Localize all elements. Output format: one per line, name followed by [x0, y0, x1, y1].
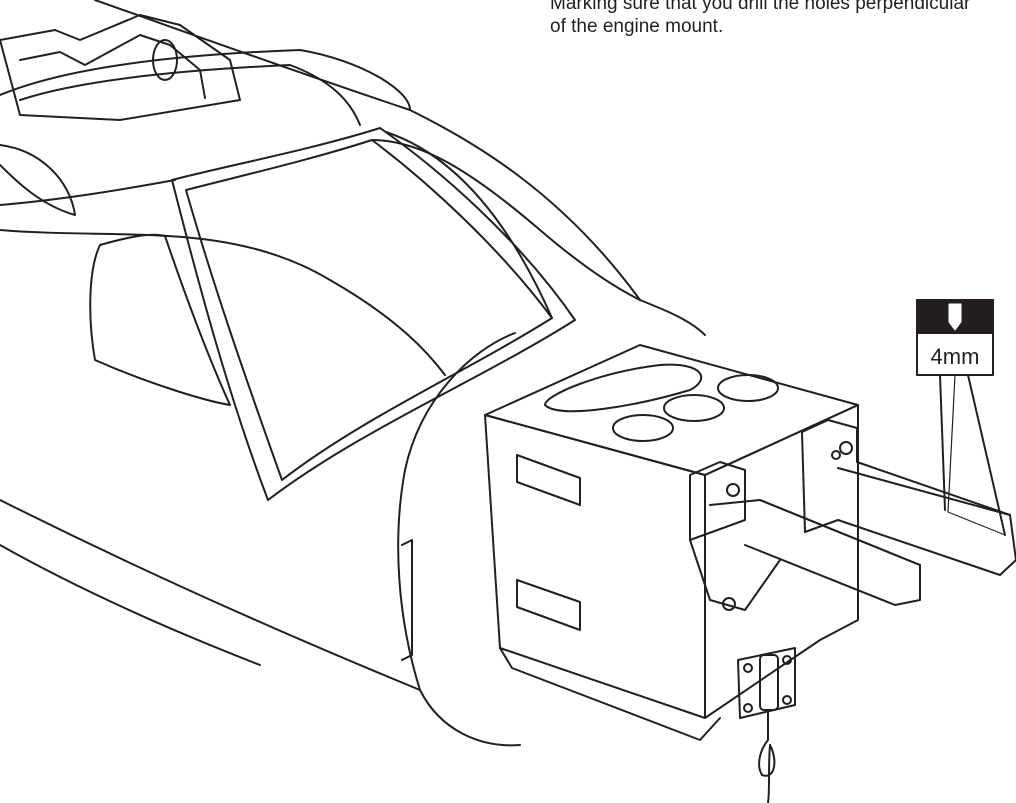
lower-rail: [709, 499, 921, 606]
front-slot-upper: [516, 454, 581, 506]
pushrod-wire: [767, 744, 771, 803]
mount-slot: [544, 363, 703, 413]
drill-bit-icon: [948, 303, 962, 331]
mount-bottom-lip: [499, 647, 721, 741]
drill-leader-1: [939, 374, 946, 511]
windshield-pillar: [371, 139, 641, 301]
windshield-frame-inner: [185, 139, 553, 481]
engine-mount-box: [484, 344, 859, 741]
pushrod: [758, 709, 776, 777]
screw-3: [722, 597, 736, 611]
fuselage: [0, 0, 706, 747]
screw-1: [726, 483, 740, 497]
nose-cowl-outline: [397, 332, 521, 747]
hinge-plate: [737, 647, 796, 719]
fuselage-bottom-edge: [0, 499, 421, 691]
hinge-screw-3: [743, 703, 753, 713]
lower-bracket: [689, 539, 781, 611]
hinge-screw-1: [743, 663, 753, 673]
lower-rail-top: [759, 499, 921, 566]
fuselage-side-upper: [0, 179, 176, 206]
caption-line-2: of the engine mount.: [550, 16, 724, 37]
canopy-roof: [0, 49, 411, 111]
windshield-frame-outer: [171, 127, 576, 501]
mount-hole-1: [612, 414, 674, 442]
fuselage-top-edge: [94, 0, 641, 301]
rear-bracket: [689, 461, 746, 541]
fuselage-seam: [0, 544, 261, 666]
cockpit-hatch-inner: [19, 34, 206, 99]
windshield-pillar-inner: [385, 131, 553, 319]
canopy: [0, 14, 641, 501]
nose-cowl-inner: [639, 299, 706, 336]
engine-rails: [689, 419, 1016, 611]
hinge-screw-2: [782, 655, 792, 665]
instruction-caption: Marking sure that you drill the holes pe…: [550, 0, 1016, 62]
drill-size-label: 4mm: [931, 344, 980, 369]
drill-callout: 4mm: [916, 299, 1006, 536]
hinge-assembly: [737, 647, 796, 803]
mount-right-face: [704, 404, 859, 719]
front-slot-lower: [516, 579, 581, 631]
cockpit-hatch: [0, 14, 241, 121]
canopy-roof-inner: [19, 64, 361, 126]
hinge-screw-4: [782, 695, 792, 705]
upper-rail-top: [837, 467, 1011, 516]
fuselage-belt-line: [0, 229, 446, 376]
mount-hole-2: [663, 394, 725, 422]
drill-leader-2: [967, 374, 1006, 536]
screw-2: [839, 441, 853, 455]
mount-hole-3: [717, 374, 779, 402]
caption-line-1: Marking sure that you drill the holes pe…: [550, 0, 971, 14]
cockpit-dial: [152, 39, 178, 81]
seam-slot: [401, 539, 413, 661]
cockpit-flap: [0, 144, 76, 216]
drill-leader-3: [947, 374, 1006, 536]
screw-4: [831, 450, 841, 460]
hinge-barrel: [759, 654, 779, 711]
side-window: [89, 233, 231, 406]
